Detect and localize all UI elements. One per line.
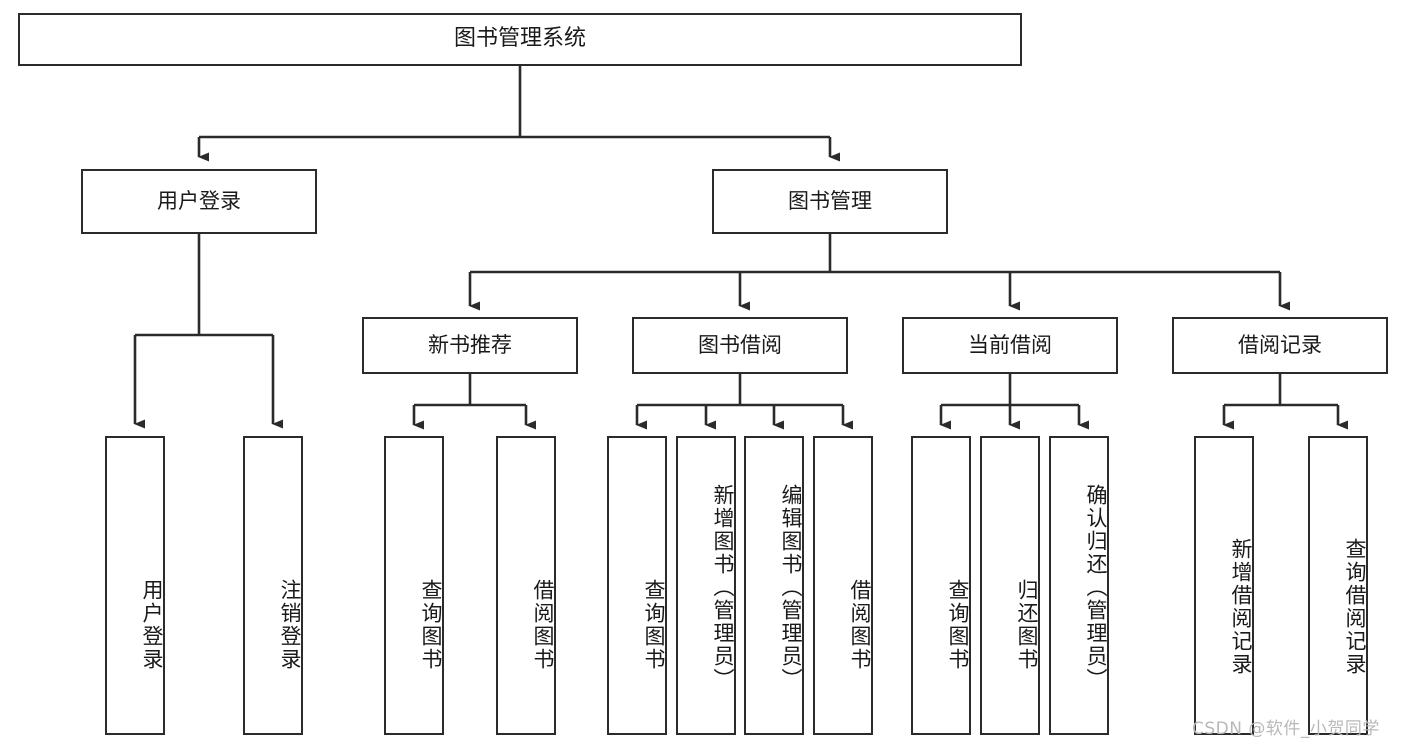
node-label: 用户登录 — [140, 578, 164, 671]
leaf-borrow-book-recommend[interactable]: 借阅图书 — [496, 436, 556, 735]
node-label: 注销登录 — [278, 578, 302, 671]
node-label: 查询图书 — [642, 578, 666, 671]
node-borrow-record[interactable]: 借阅记录 — [1172, 317, 1388, 374]
node-label: 图书借阅 — [698, 332, 782, 357]
node-label: 新书推荐 — [428, 332, 512, 357]
node-user-login[interactable]: 用户登录 — [81, 169, 317, 234]
node-label: 用户登录 — [157, 188, 241, 213]
csdn-watermark: CSDN @软件_小贺同学 — [1192, 719, 1380, 739]
node-label: 归还图书 — [1015, 578, 1039, 671]
node-label: 新增图书（管理员） — [711, 484, 735, 691]
node-label: 借阅图书 — [848, 578, 872, 671]
leaf-edit-book-admin[interactable]: 编辑图书（管理员） — [744, 436, 804, 735]
node-label: 借阅记录 — [1238, 332, 1322, 357]
node-label: 图书管理系统 — [453, 26, 586, 52]
node-label: 借阅图书 — [531, 578, 555, 671]
leaf-logout[interactable]: 注销登录 — [243, 436, 303, 735]
node-label: 确认归还（管理员） — [1084, 484, 1108, 691]
leaf-add-book-admin[interactable]: 新增图书（管理员） — [676, 436, 736, 735]
node-current-borrow[interactable]: 当前借阅 — [902, 317, 1118, 374]
node-label: 当前借阅 — [968, 332, 1052, 357]
node-label: 图书管理 — [788, 188, 872, 213]
leaf-confirm-return-admin[interactable]: 确认归还（管理员） — [1049, 436, 1109, 735]
leaf-query-borrow-record[interactable]: 查询借阅记录 — [1308, 436, 1368, 735]
leaf-borrow-book[interactable]: 借阅图书 — [813, 436, 873, 735]
node-book-management[interactable]: 图书管理 — [712, 169, 948, 234]
leaf-query-book-borrow[interactable]: 查询图书 — [607, 436, 667, 735]
node-root-system[interactable]: 图书管理系统 — [18, 13, 1022, 66]
node-label: 新增借阅记录 — [1229, 537, 1253, 676]
node-label: 查询图书 — [946, 578, 970, 671]
leaf-query-book-current[interactable]: 查询图书 — [911, 436, 971, 735]
leaf-user-login[interactable]: 用户登录 — [105, 436, 165, 735]
node-book-borrow[interactable]: 图书借阅 — [632, 317, 848, 374]
leaf-return-book[interactable]: 归还图书 — [980, 436, 1040, 735]
node-label: 编辑图书（管理员） — [779, 484, 803, 691]
node-label: 查询图书 — [419, 578, 443, 671]
leaf-add-borrow-record[interactable]: 新增借阅记录 — [1194, 436, 1254, 735]
node-label: 查询借阅记录 — [1343, 537, 1367, 676]
leaf-query-book-recommend[interactable]: 查询图书 — [384, 436, 444, 735]
node-new-book-recommend[interactable]: 新书推荐 — [362, 317, 578, 374]
